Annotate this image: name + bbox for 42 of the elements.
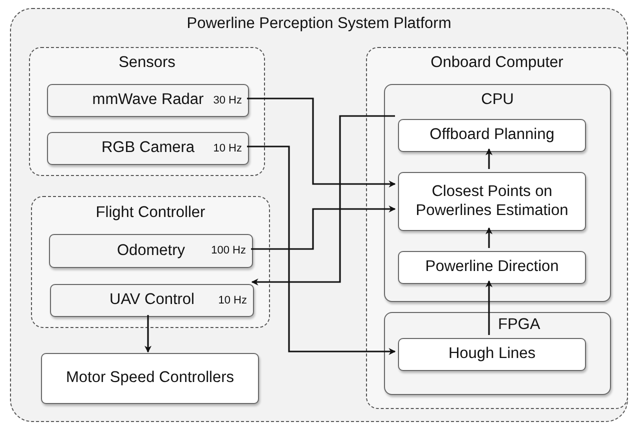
box-label: Hough Lines	[447, 345, 537, 364]
process-box	[398, 338, 586, 371]
process-box	[47, 132, 249, 165]
group-title: CPU	[480, 91, 515, 109]
box-label: UAV Control	[110, 291, 194, 310]
group-panel	[29, 47, 265, 176]
platform-panel	[10, 8, 628, 422]
group-panel	[31, 196, 270, 328]
module-panel	[384, 84, 611, 302]
group-title: FPGA	[498, 316, 540, 334]
module-panel	[384, 312, 611, 395]
process-box	[49, 234, 253, 268]
arrow	[251, 206, 396, 250]
arrow	[251, 115, 395, 286]
arrow	[486, 227, 492, 248]
arrow	[486, 148, 492, 169]
group-panel	[366, 47, 628, 409]
process-box	[50, 284, 254, 317]
rate-label: 10 Hz	[213, 142, 242, 156]
box-label: Motor Speed Controllers	[65, 369, 235, 388]
process-box	[398, 251, 586, 284]
arrow	[486, 280, 492, 335]
process-box	[41, 353, 259, 404]
box-label: Offboard Planning	[428, 126, 556, 145]
arrow	[144, 315, 152, 353]
box-label: RGB Camera	[101, 139, 195, 158]
process-box	[47, 84, 249, 117]
rate-label: 100 Hz	[211, 244, 246, 258]
group-title: Powerline Perception System Platform	[186, 15, 452, 33]
rate-label: 30 Hz	[213, 94, 242, 108]
box-label: Closest Points on Powerlines Estimation	[414, 182, 570, 220]
box-label: Powerline Direction	[424, 258, 560, 277]
process-box	[398, 172, 586, 231]
rate-label: 10 Hz	[218, 294, 247, 308]
box-label: mmWave Radar	[92, 91, 204, 110]
box-label: Odometry	[116, 242, 186, 260]
group-title: Onboard Computer	[430, 54, 564, 72]
process-box	[398, 119, 586, 152]
group-title: Flight Controller	[94, 204, 206, 222]
group-title: Sensors	[118, 54, 176, 72]
arrow	[247, 98, 396, 188]
arrow	[247, 146, 396, 355]
